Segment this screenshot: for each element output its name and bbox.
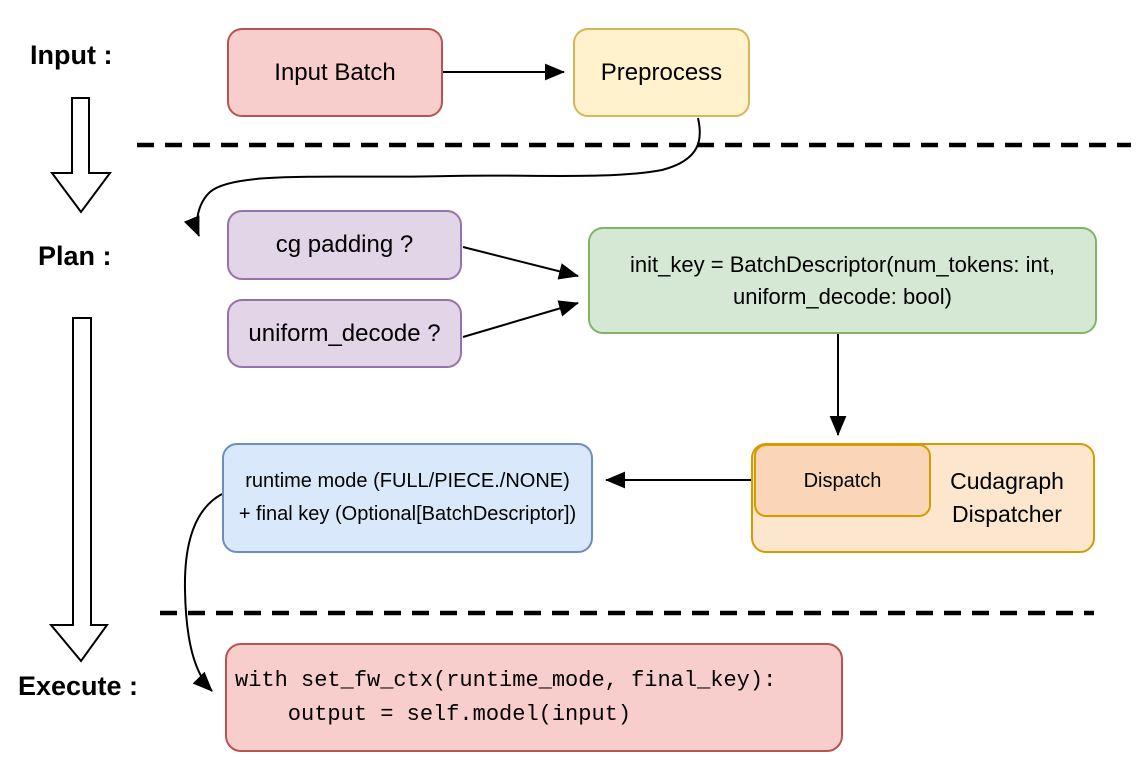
node-runtime-mode-line2: + final key (Optional[BatchDescriptor]) [238, 503, 577, 525]
connector-uniform-decode-to-init-key [462, 300, 579, 338]
node-runtime-mode-label: runtime mode (FULL/PIECE./NONE) + final … [239, 465, 576, 531]
node-preprocess-label: Preprocess [600, 58, 723, 86]
connector-preprocess-to-cg-padding [183, 117, 701, 237]
node-preprocess: Preprocess [573, 28, 750, 117]
node-execute-code-line2: output = self.model(input) [235, 701, 632, 727]
node-uniform-decode-label: uniform_decode ? [248, 319, 441, 347]
node-init-key-line2: uniform_decode: bool) [733, 283, 952, 309]
down-arrow-icon-input [50, 97, 112, 214]
node-uniform-decode: uniform_decode ? [227, 299, 462, 368]
node-execute-code-line1: with set_fw_ctx(runtime_mode, final_key)… [235, 667, 777, 693]
section-label-execute: Execute : [18, 671, 139, 701]
node-cudagraph-dispatcher-label: Cudagraph Dispatcher [950, 468, 1064, 527]
connector-runtime-mode-to-execute-code [183, 493, 223, 692]
node-runtime-mode: runtime mode (FULL/PIECE./NONE) + final … [222, 443, 593, 553]
section-label-input: Input : [30, 40, 113, 70]
node-init-key-label: init_key = BatchDescriptor(num_tokens: i… [630, 249, 1055, 313]
node-dispatch-label: Dispatch [803, 469, 882, 492]
node-cg-padding: cg padding ? [227, 210, 462, 280]
node-execute-code-block: with set_fw_ctx(runtime_mode, final_key)… [235, 664, 776, 732]
node-init-key: init_key = BatchDescriptor(num_tokens: i… [588, 227, 1097, 334]
node-cg-padding-label: cg padding ? [275, 231, 414, 259]
node-execute-code: with set_fw_ctx(runtime_mode, final_key)… [225, 643, 843, 752]
node-init-key-line1: init_key = BatchDescriptor(num_tokens: i… [630, 251, 1055, 277]
node-dispatch: Dispatch [754, 444, 931, 517]
node-input-batch-label: Input Batch [274, 58, 396, 86]
section-label-plan: Plan : [38, 241, 112, 271]
down-arrow-icon-plan [48, 317, 109, 663]
node-input-batch: Input Batch [227, 28, 443, 117]
connector-cg-padding-to-init-key [462, 246, 579, 280]
node-runtime-mode-line1: runtime mode (FULL/PIECE./NONE) [245, 470, 570, 492]
